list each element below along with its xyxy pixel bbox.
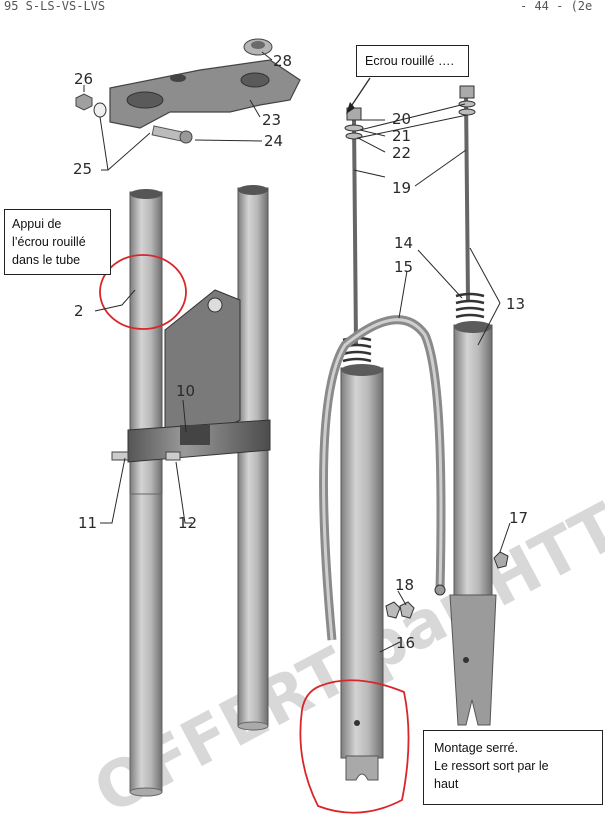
- fitting-note-line-2: Le ressort sort par le: [434, 759, 549, 773]
- fitting-note-line-3: haut: [434, 777, 459, 791]
- washer-25: [93, 102, 107, 118]
- spring-right: [455, 292, 485, 319]
- header-left: 95 S-LS-VS-LVS: [4, 0, 105, 13]
- label-15: 15: [394, 258, 413, 276]
- label-21: 21: [392, 127, 411, 145]
- slider-tube-16: [340, 364, 384, 781]
- fork-tube-right: [237, 185, 269, 731]
- label-18: 18: [395, 576, 414, 594]
- nuts-18: [385, 584, 446, 619]
- support-note-line-3: dans le tube: [12, 253, 81, 267]
- arrowhead: [346, 102, 355, 114]
- support-note-line-2: l’écrou rouillé: [12, 235, 86, 249]
- support-note: Appui de l’écrou rouillé dans le tube: [4, 209, 111, 275]
- label-28: 28: [273, 52, 292, 70]
- label-22: 22: [392, 144, 411, 162]
- rusty-nut-note: Ecrou rouillé ….: [356, 45, 469, 77]
- label-23: 23: [262, 111, 281, 129]
- pin-11: [111, 451, 129, 461]
- label-13: 13: [506, 295, 525, 313]
- tight-fit-circle: [299, 679, 410, 814]
- damper-rod-left: [344, 107, 364, 346]
- label-19: 19: [392, 179, 411, 197]
- leader-lines: [83, 51, 511, 653]
- label-11: 11: [78, 514, 97, 532]
- label-24: 24: [264, 132, 283, 150]
- label-2: 2: [74, 302, 84, 320]
- label-17: 17: [509, 509, 528, 527]
- damper-rod-right: [458, 85, 476, 301]
- rusty-nut-support-circle: [99, 254, 187, 330]
- pin-12: [165, 451, 181, 461]
- fitting-note-line-1: Montage serré.: [434, 741, 519, 755]
- top-crown-plate: [109, 59, 301, 129]
- ring-nut-28: [243, 38, 273, 56]
- bolt-24: [151, 125, 193, 144]
- label-26: 26: [74, 70, 93, 88]
- label-20: 20: [392, 110, 411, 128]
- nut-26: [75, 93, 93, 111]
- slider-tube-right: [449, 321, 497, 726]
- label-12: 12: [178, 514, 197, 532]
- rusty-nut-note-text: Ecrou rouillé ….: [365, 54, 454, 68]
- fork-tube-left: [129, 189, 163, 797]
- header-right: - 44 - (2e: [520, 0, 592, 13]
- support-note-line-1: Appui de: [12, 217, 62, 231]
- fitting-note: Montage serré. Le ressort sort par le ha…: [423, 730, 603, 805]
- bolt-17: [493, 551, 509, 569]
- label-25: 25: [73, 160, 92, 178]
- label-10: 10: [176, 382, 195, 400]
- label-16: 16: [396, 634, 415, 652]
- label-14: 14: [394, 234, 413, 252]
